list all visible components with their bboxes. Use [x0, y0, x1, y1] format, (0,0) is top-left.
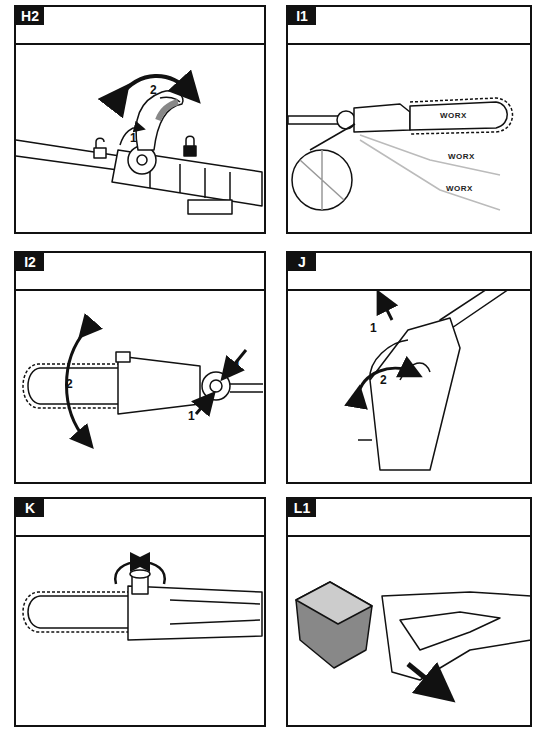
callout-number: 1	[130, 132, 137, 145]
panel-header: I1	[288, 7, 530, 45]
callout-number: 1	[234, 360, 241, 373]
figure-panel: K	[14, 497, 266, 727]
panel-header: H2	[16, 7, 264, 45]
panel-label: H2	[16, 7, 44, 25]
brand-text: WORX	[448, 152, 475, 161]
figure-panel: H2	[14, 5, 266, 234]
figure-panel: I1	[286, 5, 532, 234]
panel-header: K	[16, 499, 264, 537]
panel-header: J	[288, 253, 530, 291]
figure-panel: I2	[14, 251, 266, 484]
callout-number: 2	[380, 374, 387, 387]
figure-panel: L1	[286, 497, 532, 727]
brand-text: WORX	[446, 184, 473, 193]
callout-number: 1	[188, 410, 195, 423]
panel-label: I2	[16, 253, 44, 271]
panel-label: I1	[288, 7, 316, 25]
panel-label: K	[16, 499, 44, 517]
panel-header: I2	[16, 253, 264, 291]
callout-number: 2	[150, 84, 157, 97]
panel-label: L1	[288, 499, 316, 517]
brand-text: WORX	[440, 111, 467, 120]
figure-panel: J	[286, 251, 532, 484]
callout-number: 2	[66, 378, 73, 391]
callout-number: 1	[370, 322, 377, 335]
panel-header: L1	[288, 499, 530, 537]
panel-label: J	[288, 253, 316, 271]
